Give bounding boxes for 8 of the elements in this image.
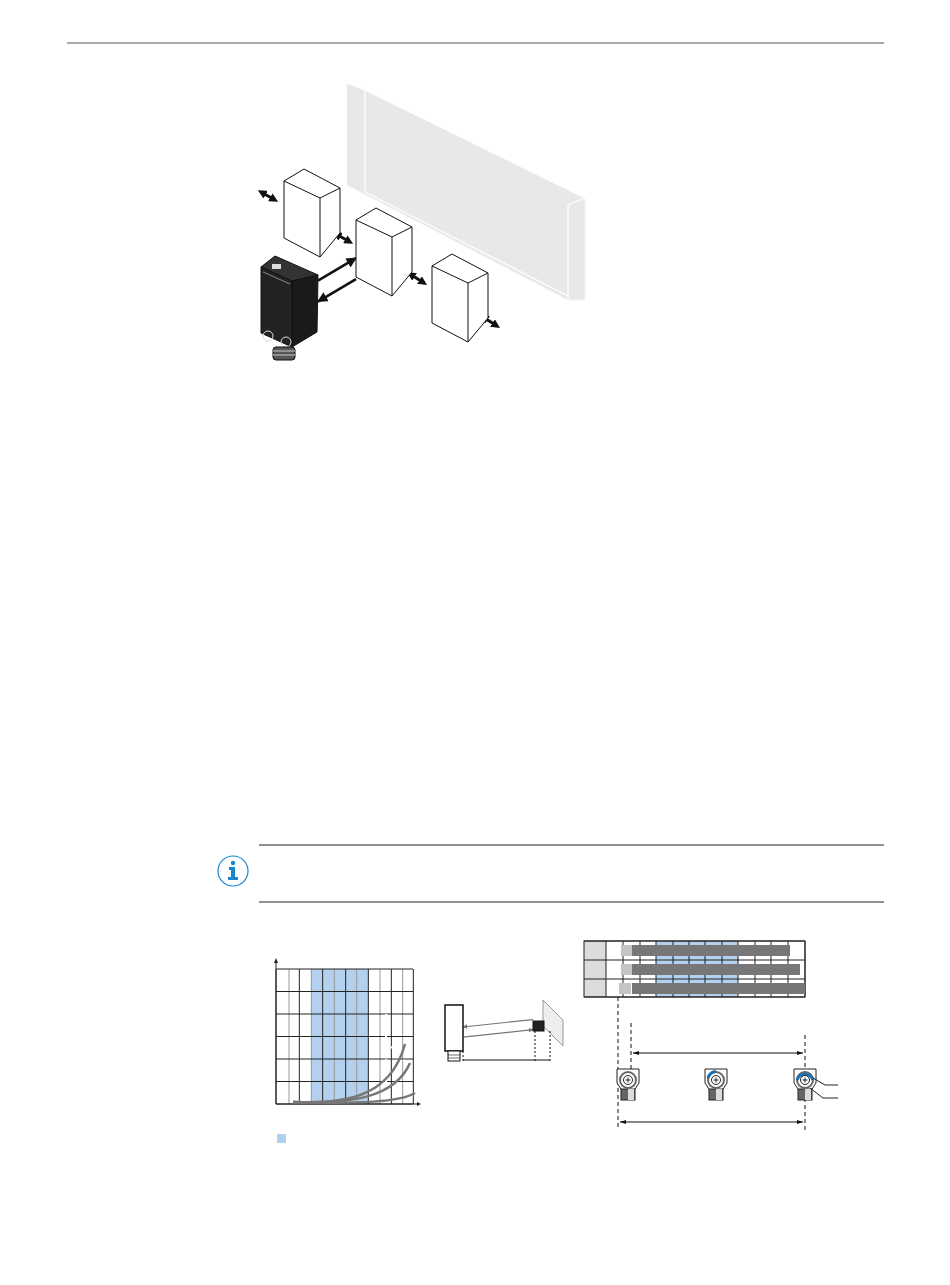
target-drawing [532, 999, 564, 1047]
object-box [431, 253, 489, 343]
object-box [283, 168, 341, 258]
sensor-drawing [260, 255, 319, 361]
arrow [317, 277, 357, 303]
object-box [355, 207, 413, 297]
sensor-box [444, 1004, 464, 1062]
arrow [317, 257, 357, 282]
